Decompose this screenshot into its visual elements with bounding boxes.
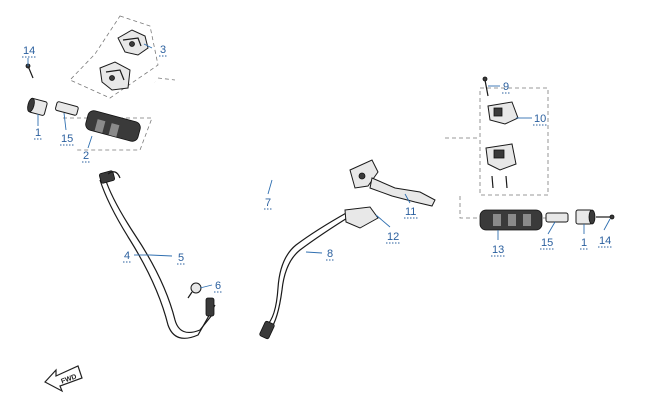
svg-text:12: 12	[387, 231, 399, 243]
right-switch-small-screws	[491, 175, 508, 189]
left-bar-end-weight	[27, 97, 48, 116]
right-grip	[479, 209, 543, 231]
svg-text:1: 1	[35, 127, 41, 139]
callout-6: 6	[214, 280, 222, 293]
callout-14-left: 14	[22, 45, 36, 58]
callout-7: 7	[264, 197, 272, 210]
leader-lines	[27, 43, 611, 289]
svg-text:3: 3	[160, 44, 166, 56]
right-switch-housing	[485, 101, 519, 171]
right-switch-group-box	[479, 87, 549, 196]
svg-text:9: 9	[503, 81, 509, 93]
left-switch-group-box	[69, 15, 159, 99]
callout-2: 2	[82, 150, 90, 163]
svg-text:11: 11	[405, 206, 416, 218]
handlebar	[154, 78, 451, 184]
callout-5: 5	[177, 252, 185, 265]
svg-text:10: 10	[534, 113, 546, 125]
svg-text:7: 7	[265, 197, 271, 209]
brake-lever-assembly	[349, 159, 436, 207]
right-inner-tube	[545, 212, 569, 223]
callout-4: 4	[123, 250, 131, 263]
throttle-cable	[98, 170, 216, 339]
left-switch-connector	[157, 77, 176, 81]
svg-text:6: 6	[215, 280, 221, 292]
right-bar-end-weight	[575, 209, 596, 225]
callout-13: 13	[491, 244, 505, 257]
callout-10: 10	[533, 113, 547, 126]
callout-12: 12	[386, 231, 400, 244]
svg-text:14: 14	[23, 45, 35, 57]
callout-1-right: 1	[580, 237, 588, 250]
callout-3: 3	[159, 44, 167, 57]
svg-text:1: 1	[581, 237, 587, 249]
svg-text:4: 4	[124, 250, 130, 262]
left-screw	[25, 63, 34, 79]
svg-text:8: 8	[327, 248, 333, 260]
right-switch-screw	[482, 76, 489, 97]
svg-text:5: 5	[178, 252, 184, 264]
callout-15-right: 15	[540, 237, 554, 250]
svg-text:13: 13	[492, 244, 504, 256]
right-screw	[596, 214, 615, 220]
brake-cable	[259, 206, 379, 340]
callout-11: 11	[404, 206, 418, 219]
cable-clip	[187, 282, 202, 299]
callout-14-right: 14	[598, 235, 612, 248]
svg-text:2: 2	[83, 150, 89, 162]
left-inner-tube	[55, 101, 79, 116]
left-switch-housing	[99, 29, 149, 91]
callout-15-left: 15	[60, 133, 74, 146]
right-grip-group-box	[459, 196, 560, 219]
forward-direction-arrow: FWD	[44, 365, 83, 393]
callout-1-left: 1	[34, 127, 42, 140]
callout-8: 8	[326, 248, 334, 261]
svg-text:15: 15	[61, 133, 73, 145]
svg-text:14: 14	[599, 235, 611, 247]
svg-text:15: 15	[541, 237, 553, 249]
left-grip	[85, 110, 141, 142]
callout-9: 9	[502, 81, 510, 94]
